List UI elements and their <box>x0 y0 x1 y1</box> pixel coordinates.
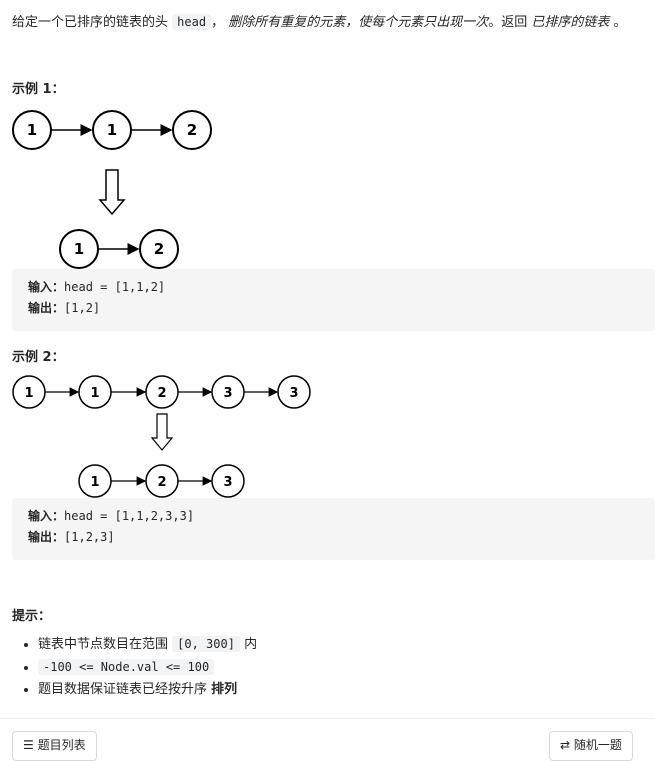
random-problem-button[interactable]: ⇄ 随机一题 <box>549 731 633 761</box>
node-value: 1 <box>74 240 84 258</box>
node-value: 1 <box>24 386 33 401</box>
list-item: -100 <= Node.val <= 100 <box>38 656 257 679</box>
intro-return: 。返回 <box>488 15 528 30</box>
example2-input-list: 1 1 2 3 3 <box>12 375 311 409</box>
example2-code-block: 输入：head = [1,1,2,3,3] 输出：[1,2,3] <box>12 498 655 560</box>
list-item: 链表中节点数目在范围 [0, 300] 内 <box>38 633 257 656</box>
random-problem-label: 随机一题 <box>573 738 622 752</box>
hint-code: -100 <= Node.val <= 100 <box>38 659 215 675</box>
node-value: 3 <box>223 386 232 401</box>
hint-bold: 排列 <box>211 682 238 697</box>
output-label: 输出： <box>28 301 65 315</box>
intro-sorted-list: 已排序的链表 <box>531 15 610 30</box>
node-value: 1 <box>90 475 99 490</box>
node-value: 1 <box>107 121 117 139</box>
hint-text: 链表中节点数目在范围 <box>38 637 169 652</box>
example2-heading: 示例 2： <box>12 350 65 365</box>
problem-list-button[interactable]: ☰ 题目列表 <box>12 731 97 761</box>
example1-diagram: 1 1 2 1 2 <box>12 110 212 269</box>
shuffle-icon: ⇄ <box>560 738 571 752</box>
head-code: head <box>172 14 212 30</box>
list-node <box>139 229 179 269</box>
node-value: 1 <box>90 386 99 401</box>
list-icon: ☰ <box>23 738 34 752</box>
example1-output-list: 1 2 <box>59 229 179 269</box>
hints-list: 链表中节点数目在范围 [0, 300] 内 -100 <= Node.val <… <box>12 633 257 701</box>
node-value: 2 <box>187 121 197 139</box>
example1-input-list: 1 1 2 <box>12 110 212 150</box>
node-value: 3 <box>289 386 298 401</box>
intro-end: 。 <box>613 15 627 30</box>
hint-text: 内 <box>244 637 258 652</box>
problem-description: 给定一个已排序的链表的头 head， 删除所有重复的元素，使每个元素只出现一次。… <box>12 13 627 32</box>
input-label: 输入： <box>28 280 65 294</box>
example1-code-block: 输入：head = [1,1,2] 输出：[1,2] <box>12 269 655 331</box>
input-value: head = [1,1,2,3,3] <box>64 509 195 523</box>
output-label: 输出： <box>28 530 65 544</box>
list-node <box>172 110 212 150</box>
list-node <box>211 464 245 498</box>
example2-diagram: 1 1 2 3 3 1 2 3 <box>12 375 311 498</box>
node-value: 3 <box>223 475 232 490</box>
input-value: head = [1,1,2] <box>64 280 166 294</box>
hints-heading: 提示： <box>12 609 52 624</box>
example1-heading: 示例 1： <box>12 82 65 97</box>
problem-list-label: 题目列表 <box>37 738 86 752</box>
intro-text: 给定一个已排序的链表的头 <box>12 15 169 30</box>
node-value: 1 <box>27 121 37 139</box>
input-label: 输入： <box>28 509 65 523</box>
hint-code: [0, 300] <box>172 636 240 652</box>
comma: ， <box>211 15 225 30</box>
transform-down-arrow <box>98 169 126 216</box>
output-value: [1,2] <box>64 301 101 315</box>
list-item: 题目数据保证链表已经按升序 排列 <box>38 679 257 701</box>
node-value: 2 <box>157 386 166 401</box>
node-value: 2 <box>154 240 164 258</box>
intro-emphasis: 删除所有重复的元素，使每个元素只出现一次 <box>228 15 489 30</box>
footer-bar: ☰ 题目列表 ⇄ 随机一题 <box>0 718 655 761</box>
hint-text: 题目数据保证链表已经按升序 <box>38 682 208 697</box>
example2-output-list: 1 2 3 <box>78 464 245 498</box>
node-value: 2 <box>157 475 166 490</box>
transform-down-arrow <box>150 413 174 451</box>
list-node <box>277 375 311 409</box>
output-value: [1,2,3] <box>64 530 115 544</box>
